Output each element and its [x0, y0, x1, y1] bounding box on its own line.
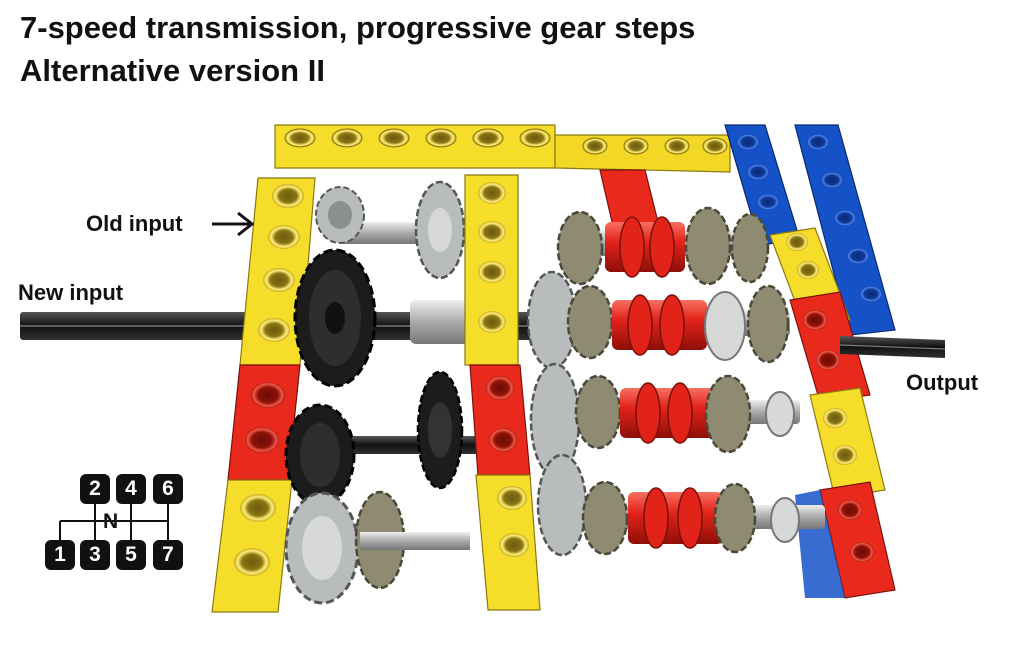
- gear-6-badge: 6: [153, 474, 183, 504]
- gear-row-1: [556, 206, 770, 286]
- shaft-collar-mid: [410, 300, 470, 344]
- black-gear-upper: [293, 248, 377, 388]
- gear-1-badge: 1: [45, 540, 75, 570]
- gear-3-badge: 3: [80, 540, 110, 570]
- blue-beam-left: [724, 124, 801, 246]
- right-frame-beam: [769, 227, 896, 599]
- olive-gear-lower-left: [354, 490, 470, 590]
- new-input-label: New input: [18, 280, 124, 305]
- grey-gear-lower-left: [284, 491, 360, 605]
- top-yellow-beam: [274, 124, 731, 173]
- shift-pattern-lines: [59, 503, 169, 540]
- gear-row-2: [526, 270, 790, 370]
- grey-gear-upper-mid: [414, 180, 466, 280]
- gear-4-badge: 4: [116, 474, 146, 504]
- gear-7-badge: 7: [153, 540, 183, 570]
- blue-beam-right: [794, 124, 896, 336]
- output-axle: [839, 336, 946, 358]
- small-grey-gear-top: [315, 186, 365, 244]
- gear-row-4: [536, 453, 825, 557]
- old-input-label: Old input: [86, 211, 183, 236]
- neutral-label: N: [103, 510, 119, 533]
- black-gear-mid-lower: [416, 370, 464, 490]
- gear-2-badge: 2: [80, 474, 110, 504]
- title-line-2: Alternative version II: [20, 53, 325, 88]
- gear-5-badge: 5: [116, 540, 146, 570]
- output-label: Output: [906, 370, 979, 395]
- old-input-arrow: [212, 211, 255, 237]
- title-line-1: 7-speed transmission, progressive gear s…: [20, 10, 696, 45]
- black-gear-lower: [284, 403, 356, 507]
- center-frame-beam: [464, 174, 541, 611]
